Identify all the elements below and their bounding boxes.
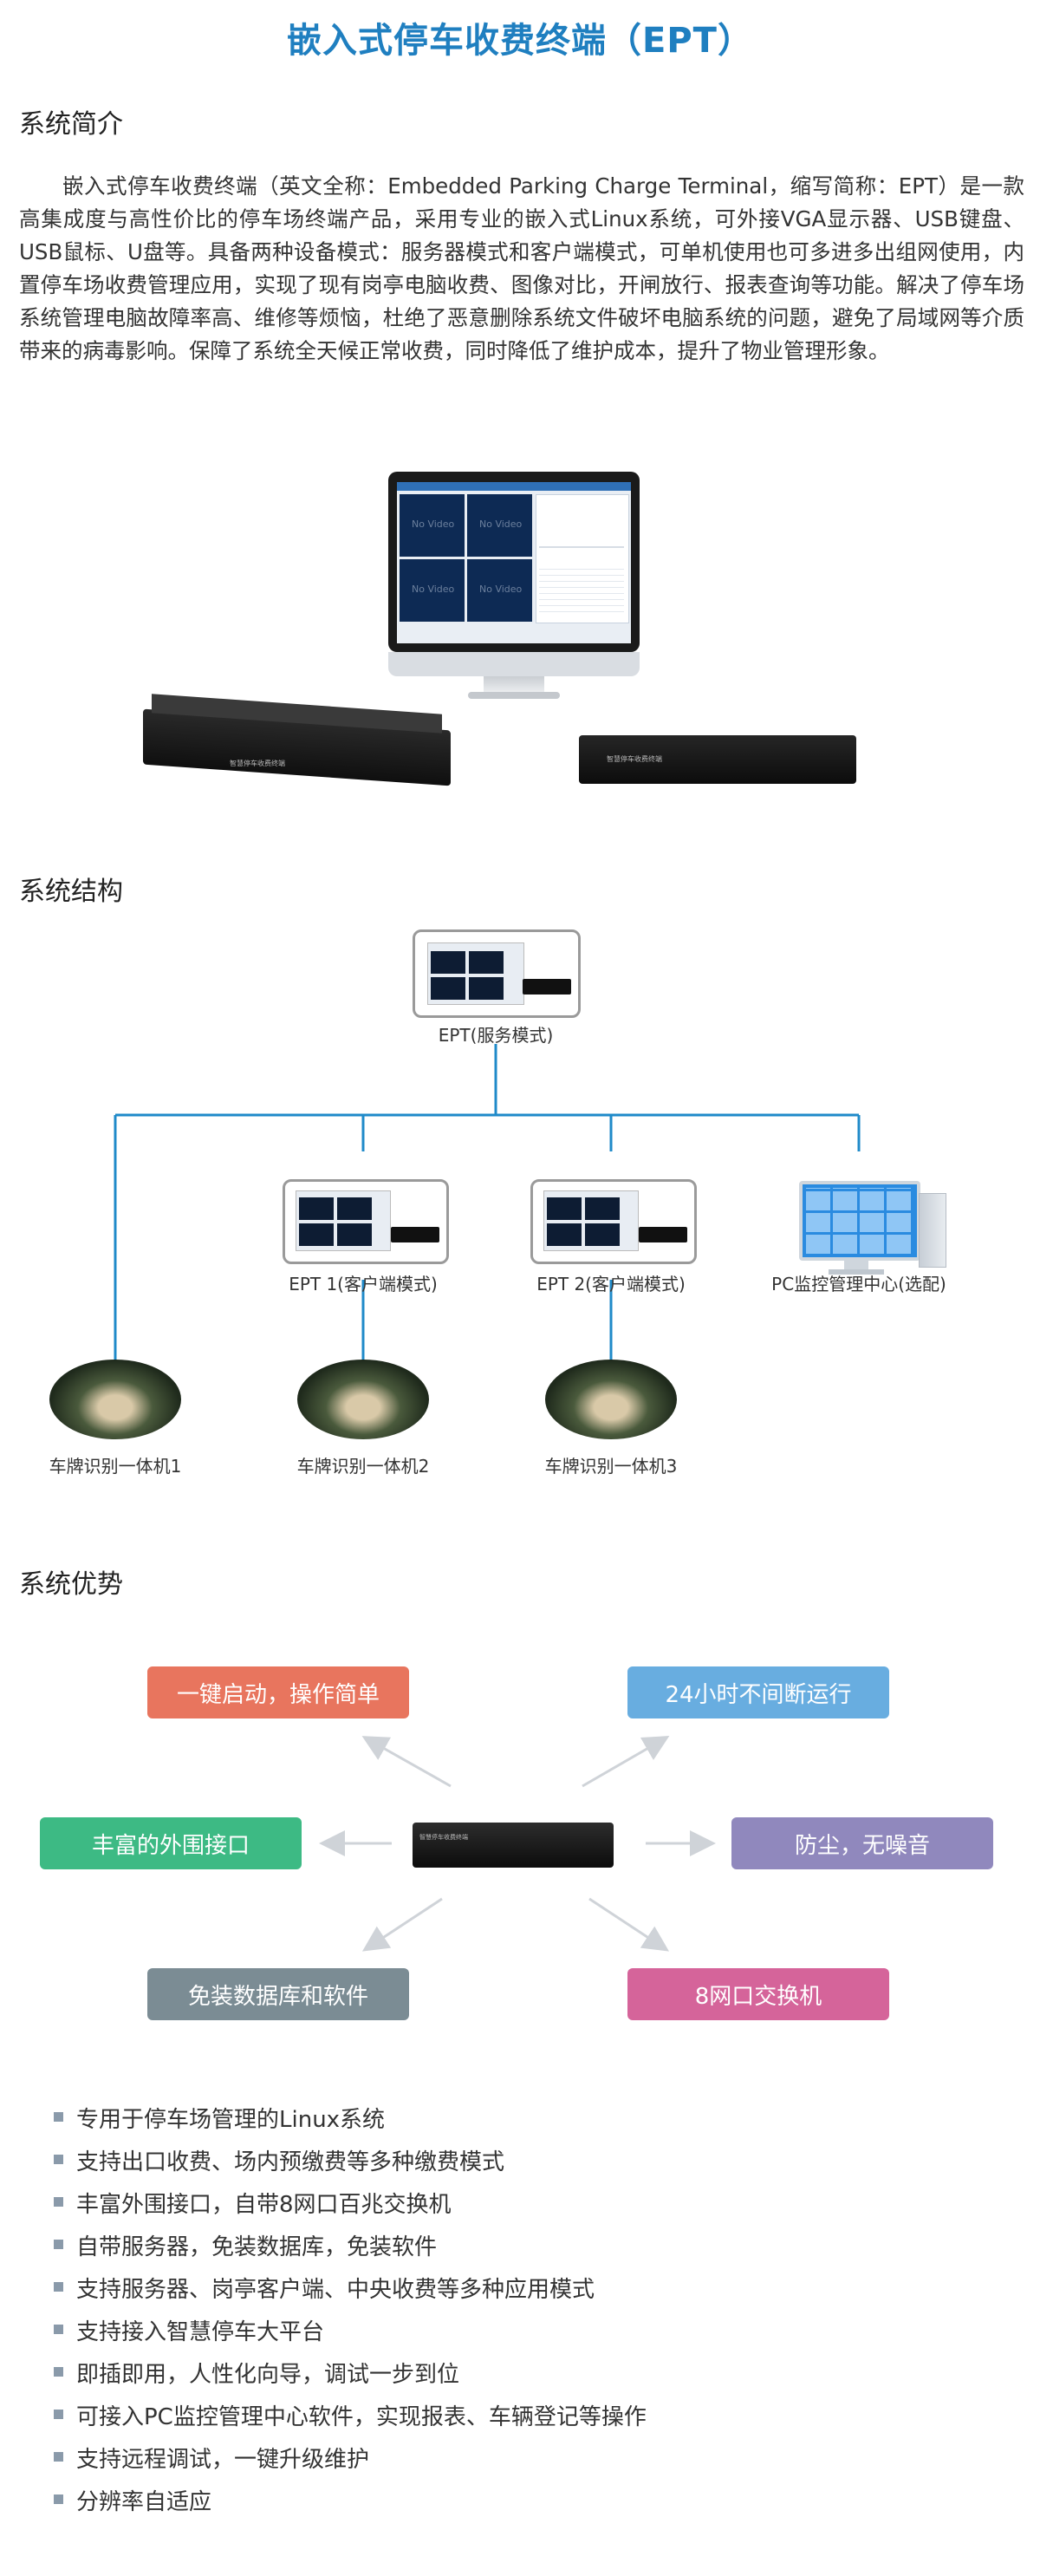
feature-item: 支持远程调试，一键升级维护 bbox=[53, 2442, 369, 2474]
feature-item: 即插即用，人性化向导，调试一步到位 bbox=[53, 2357, 459, 2389]
advantage-one-key-start: 一键启动，操作简单 bbox=[147, 1666, 409, 1718]
advantage-dustproof: 防尘，无噪音 bbox=[731, 1817, 993, 1869]
structure-diagram: EPT(服务模式) EPT 1(客户端模式) EPT 2(客户端模式) PC监控… bbox=[0, 919, 1040, 1500]
advantages-diagram: 智慧停车收费终端 一键启动，操作简单 24小时不间断运行 丰富的外围接口 防尘，… bbox=[0, 1630, 1040, 2064]
feature-item: 支持出口收费、场内预缴费等多种缴费模式 bbox=[53, 2144, 504, 2176]
no-video-label: No Video bbox=[479, 584, 523, 595]
feature-item: 丰富外围接口，自带8网口百兆交换机 bbox=[54, 2187, 452, 2219]
no-video-label: No Video bbox=[412, 518, 455, 530]
advantage-switch: 8网口交换机 bbox=[627, 1968, 889, 2020]
intro-paragraph: 嵌入式停车收费终端（英文全称：Embedded Parking Charge T… bbox=[19, 173, 1024, 363]
pc-label: PC监控管理中心(选配) bbox=[771, 1274, 946, 1295]
arrows bbox=[319, 1735, 716, 1952]
camera-image-3 bbox=[545, 1360, 677, 1439]
camera-image-1 bbox=[49, 1360, 181, 1439]
advantage-interfaces: 丰富的外围接口 bbox=[40, 1817, 302, 1869]
device-image bbox=[413, 1823, 614, 1868]
client-label-1: EPT 1(客户端模式) bbox=[289, 1274, 438, 1295]
feature-item: 支持服务器、岗亭客户端、中央收费等多种应用模式 bbox=[53, 2272, 595, 2304]
feature-item: 分辨率自适应 bbox=[53, 2484, 211, 2516]
intro-heading: 系统简介 bbox=[19, 109, 123, 140]
camera-image-2 bbox=[297, 1360, 429, 1439]
pc-tower-icon bbox=[919, 1193, 946, 1268]
feature-item: 自带服务器，免装数据库，免装软件 bbox=[53, 2229, 437, 2261]
camera-label-1: 车牌识别一体机1 bbox=[49, 1456, 182, 1477]
feature-item: 专用于停车场管理的Linux系统 bbox=[53, 2102, 385, 2134]
device-image bbox=[579, 735, 856, 784]
client-box-2 bbox=[530, 1179, 697, 1264]
server-box bbox=[413, 929, 581, 1018]
feature-item: 可接入PC监控管理中心软件，实现报表、车辆登记等操作 bbox=[54, 2399, 647, 2431]
pc-monitor-icon bbox=[799, 1181, 920, 1261]
advantage-no-install: 免装数据库和软件 bbox=[147, 1968, 409, 2020]
no-video-label: No Video bbox=[412, 584, 455, 595]
no-video-label: No Video bbox=[479, 518, 523, 530]
product-illustration: No Video No Video No Video No Video 智慧停车… bbox=[0, 460, 1040, 806]
advantages-heading: 系统优势 bbox=[19, 1569, 123, 1600]
server-label: EPT(服务模式) bbox=[438, 1025, 554, 1046]
device-brand: 智慧停车收费终端 bbox=[607, 755, 662, 763]
camera-label-2: 车牌识别一体机2 bbox=[296, 1456, 430, 1477]
feature-item: 支持接入智慧停车大平台 bbox=[53, 2314, 324, 2346]
client-label-2: EPT 2(客户端模式) bbox=[536, 1274, 686, 1295]
camera-label-3: 车牌识别一体机3 bbox=[544, 1456, 678, 1477]
device-brand: 智慧停车收费终端 bbox=[230, 760, 285, 767]
client-box-1 bbox=[283, 1179, 449, 1264]
device-brand: 智慧停车收费终端 bbox=[419, 1834, 468, 1841]
page-title: 嵌入式停车收费终端（EPT） bbox=[287, 21, 753, 61]
advantage-24h-run: 24小时不间断运行 bbox=[627, 1666, 889, 1718]
structure-heading: 系统结构 bbox=[19, 877, 123, 907]
